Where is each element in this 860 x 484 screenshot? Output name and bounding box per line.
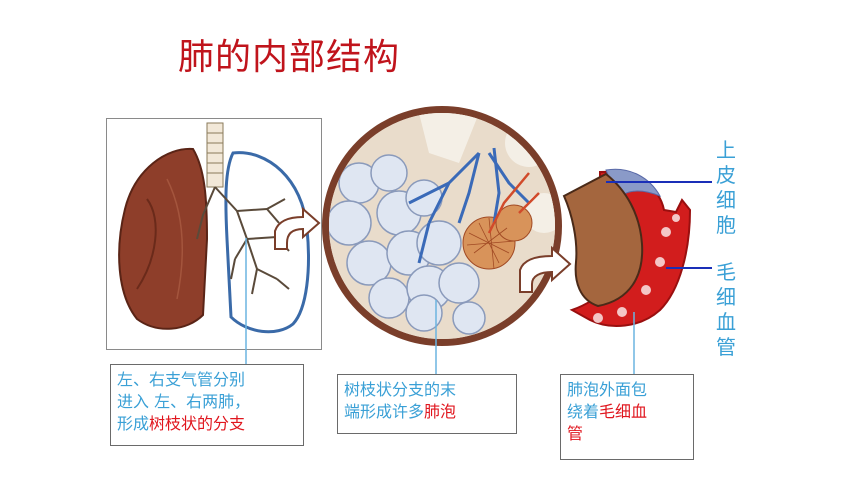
alveoli-caption-line1: 树枝状分支的末: [344, 380, 457, 399]
alveolus-capillary-section: [562, 168, 692, 327]
bronchi-caption-line1: 左、右支气管分别: [117, 370, 246, 389]
bronchi-caption-line3: 形成: [117, 414, 150, 433]
bronchi-caption-line2: 进入 左、右两肺，: [117, 392, 251, 411]
bronchi-caption: 左、右支气管分别 进入 左、右两肺， 形成树枝状的分支: [110, 364, 304, 446]
alveoli-caption-line2: 端形成许多: [344, 402, 425, 421]
capillaries-label: 毛 细 血 管: [716, 260, 736, 359]
capillary-caption-line2: 绕着: [567, 402, 600, 421]
capillary-caption-line1: 肺泡外面包: [567, 380, 648, 399]
lung-illustration-panel: [106, 118, 322, 350]
alveoli-illustration: [329, 113, 555, 339]
capillary-caption-highlight: 毛细血: [599, 402, 648, 421]
epithelium-label: 上 皮 细 胞: [716, 138, 736, 237]
bronchi-caption-highlight: 树枝状的分支: [149, 414, 246, 433]
alveoli-magnified-view: [322, 106, 562, 346]
capillary-caption-line3: 管: [567, 424, 584, 443]
page-title: 肺的内部结构: [178, 37, 401, 78]
capillary-caption: 肺泡外面包 绕着毛细血 管: [560, 374, 694, 460]
alveoli-caption-highlight: 肺泡: [424, 402, 457, 421]
arrow-to-section: [519, 245, 572, 293]
alveoli-caption: 树枝状分支的末 端形成许多肺泡: [337, 374, 517, 434]
